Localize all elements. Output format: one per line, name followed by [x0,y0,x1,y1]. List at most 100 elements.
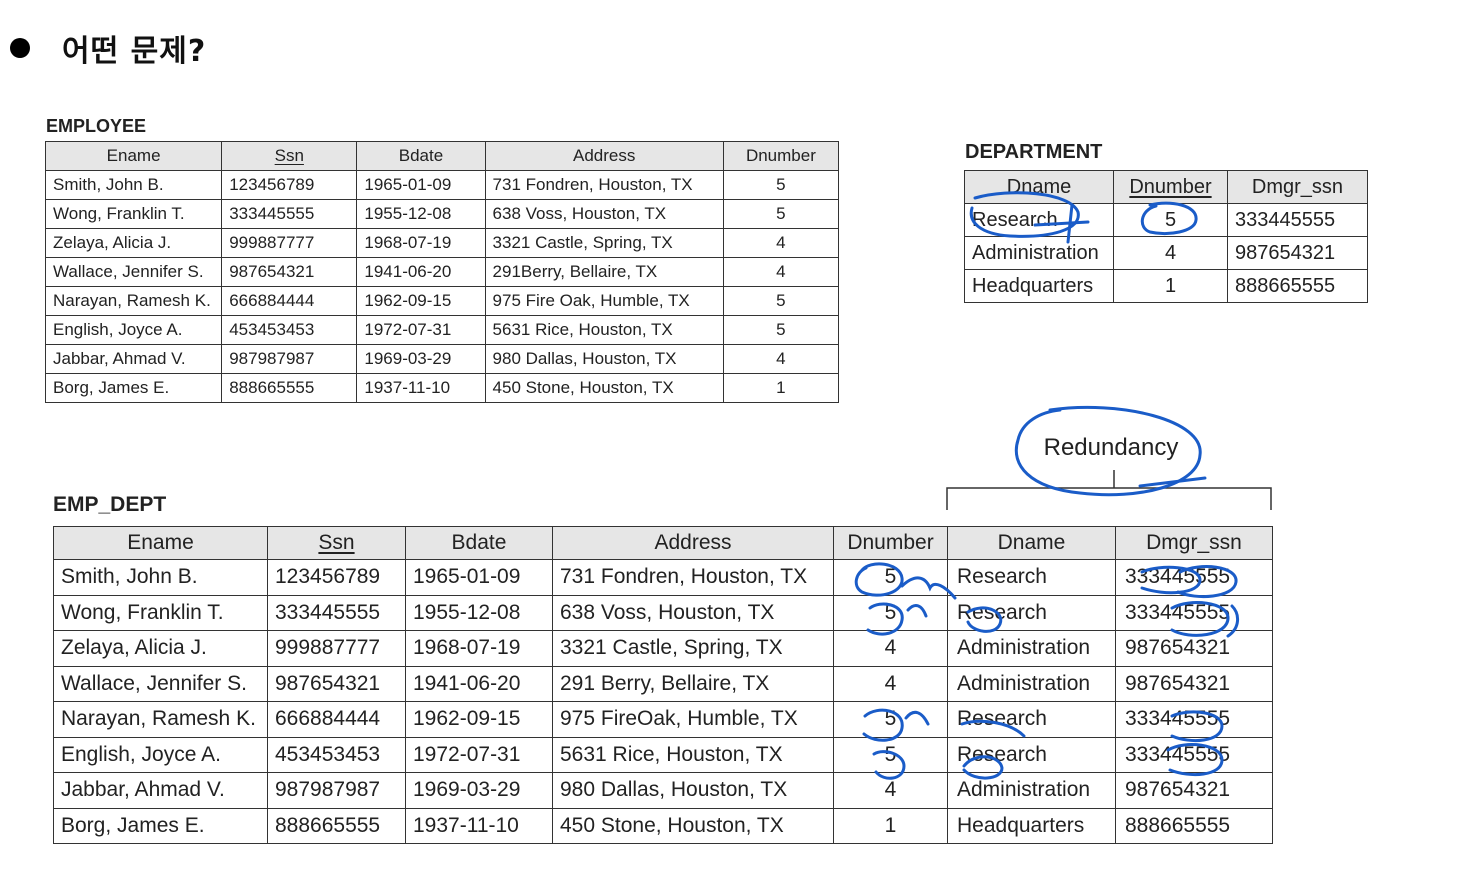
cell-dname: Research [947,736,1116,773]
cell-ename: Smith, John B. [44,170,223,200]
cell-ssn: 987654321 [267,665,406,702]
cell-dnumber: 1 [1113,269,1228,303]
cell-address: 638 Voss, Houston, TX [484,199,724,229]
cell-dnumber: 4 [722,257,840,287]
heading-text: 어떤 문제? [62,34,207,69]
column-header-ename: Ename [44,141,223,171]
cell-bdate: 1972-07-31 [405,736,553,773]
cell-bdate: 1955-12-08 [405,594,553,631]
cell-ename: Narayan, Ramesh K. [44,286,223,316]
cell-ename: Wallace, Jennifer S. [53,665,268,702]
cell-address: 731 Fondren, Houston, TX [552,559,834,596]
cell-address: 5631 Rice, Houston, TX [484,315,724,345]
cell-dnumber: 5 [833,736,948,773]
cell-ssn: 888665555 [221,373,358,403]
cell-bdate: 1965-01-09 [405,559,553,596]
column-header-dname: Dname [964,170,1114,204]
cell-address: 980 Dallas, Houston, TX [552,772,834,809]
column-header-dnumber: Dnumber [833,526,948,560]
cell-address: 975 Fire Oak, Humble, TX [484,286,724,316]
emp-dept-caption: EMP_DEPT [53,493,167,516]
column-header-dnumber: Dnumber [722,141,840,171]
cell-dmgr-ssn: 333445555 [1115,701,1273,738]
cell-bdate: 1955-12-08 [356,199,486,229]
cell-ssn: 666884444 [221,286,358,316]
cell-ename: Narayan, Ramesh K. [53,701,268,738]
cell-bdate: 1941-06-20 [356,257,486,287]
cell-bdate: 1965-01-09 [356,170,486,200]
cell-dnumber: 5 [722,315,840,345]
column-header-dname: Dname [947,526,1116,560]
cell-ename: Zelaya, Alicia J. [53,630,268,667]
filled-circle-icon [10,38,30,58]
cell-dname: Research [947,701,1116,738]
cell-ename: Zelaya, Alicia J. [44,228,223,258]
cell-dname: Headquarters [947,807,1116,844]
cell-dmgr-ssn: 333445555 [1115,594,1273,631]
cell-dnumber: 4 [722,228,840,258]
cell-bdate: 1937-11-10 [405,807,553,844]
cell-dnumber: 5 [833,701,948,738]
cell-ssn: 987987987 [267,772,406,809]
cell-dnumber: 5 [722,199,840,229]
column-header-bdate: Bdate [356,141,486,171]
cell-address: 5631 Rice, Houston, TX [552,736,834,773]
cell-ename: Jabbar, Ahmad V. [53,772,268,809]
cell-dmgr-ssn: 333445555 [1227,203,1368,237]
cell-ssn: 666884444 [267,701,406,738]
cell-bdate: 1962-09-15 [405,701,553,738]
cell-ssn: 453453453 [221,315,358,345]
cell-address: 638 Voss, Houston, TX [552,594,834,631]
cell-ssn: 999887777 [221,228,358,258]
cell-ssn: 987654321 [221,257,358,287]
cell-ename: English, Joyce A. [44,315,223,345]
cell-dname: Administration [947,772,1116,809]
cell-bdate: 1968-07-19 [405,630,553,667]
cell-dnumber: 5 [1113,203,1228,237]
cell-dname: Administration [947,630,1116,667]
cell-dmgr-ssn: 987654321 [1227,236,1368,270]
cell-ename: Borg, James E. [44,373,223,403]
cell-dnumber: 5 [722,170,840,200]
redundancy-label: Redundancy [1043,434,1179,461]
column-header-ssn: Ssn [221,141,358,171]
cell-address: 731 Fondren, Houston, TX [484,170,724,200]
cell-bdate: 1937-11-10 [356,373,486,403]
cell-address: 980 Dallas, Houston, TX [484,344,724,374]
cell-ename: English, Joyce A. [53,736,268,773]
cell-address: 975 FireOak, Humble, TX [552,701,834,738]
cell-dnumber: 4 [833,630,948,667]
cell-ename: Borg, James E. [53,807,268,844]
cell-bdate: 1972-07-31 [356,315,486,345]
cell-bdate: 1969-03-29 [356,344,486,374]
cell-dmgr-ssn: 333445555 [1115,559,1273,596]
cell-dmgr-ssn: 987654321 [1115,665,1273,702]
column-header-dmgr-ssn: Dmgr_ssn [1227,170,1368,204]
cell-dnumber: 5 [833,559,948,596]
cell-dname: Headquarters [964,269,1114,303]
cell-ename: Wong, Franklin T. [53,594,268,631]
department-caption: DEPARTMENT [965,141,1103,163]
cell-dmgr-ssn: 333445555 [1115,736,1273,773]
cell-address: 450 Stone, Houston, TX [484,373,724,403]
cell-ssn: 987987987 [221,344,358,374]
cell-ssn: 123456789 [267,559,406,596]
cell-dname: Administration [964,236,1114,270]
cell-ssn: 333445555 [267,594,406,631]
cell-dnumber: 5 [833,594,948,631]
